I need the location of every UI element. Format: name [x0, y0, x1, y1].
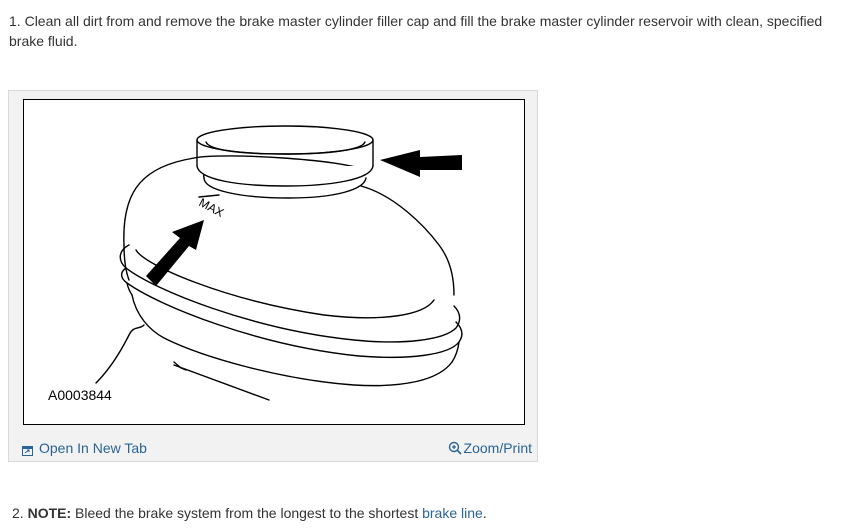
max-level-label: MAX — [197, 195, 227, 220]
step-1-number: 1. — [9, 13, 21, 29]
open-new-tab-icon — [22, 443, 33, 456]
figure-image-id: A0003844 — [48, 387, 112, 403]
zoom-in-icon — [448, 441, 462, 455]
figure-toolbar: Open In New Tab Zoom/Print — [9, 439, 537, 459]
brake-line-link[interactable]: brake line — [422, 505, 483, 521]
step-2-body: Bleed the brake system from the longest … — [75, 505, 419, 521]
step-2-note-label: NOTE: — [27, 505, 72, 521]
zoom-print-label: Zoom/Print — [463, 440, 532, 456]
step-2-text: 2. NOTE: Bleed the brake system from the… — [12, 503, 487, 523]
step-1-body: Clean all dirt from and remove the brake… — [9, 13, 823, 49]
zoom-print-link[interactable]: Zoom/Print — [448, 440, 532, 456]
step-1-text: 1. Clean all dirt from and remove the br… — [9, 11, 839, 51]
step-2-number: 2. — [12, 505, 24, 521]
step-2-end: . — [482, 505, 487, 521]
open-in-new-tab-link[interactable]: Open In New Tab — [22, 440, 147, 456]
brake-reservoir-illustration[interactable]: MAX A0003844 — [23, 99, 525, 425]
open-in-new-tab-label: Open In New Tab — [39, 440, 147, 456]
reservoir-drawing: MAX — [95, 125, 463, 401]
figure-container: MAX A0003844 Open In New Tab — [8, 90, 538, 462]
